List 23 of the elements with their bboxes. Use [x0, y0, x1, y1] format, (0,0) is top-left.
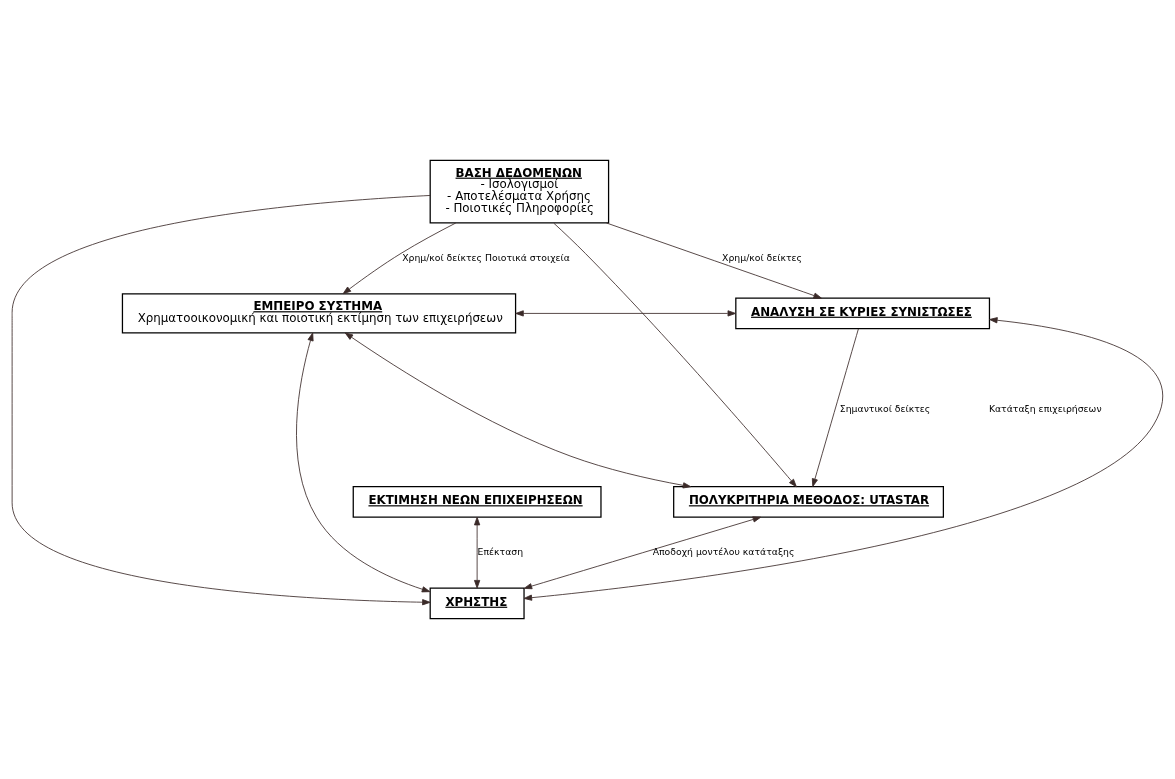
arrow [553, 222, 797, 488]
node-box: ΒΑΣΗ ΔΕΔΟΜΕΝΩΝ - Ισολογισμοί - Αποτελέσματα Χρήσης - Ποιοτικές Πληροφορίες [429, 159, 610, 224]
edge-label: Επέκταση [477, 546, 524, 558]
arrow [606, 222, 822, 299]
node-box: ΕΜΠΕΙΡΟ ΣΥΣΤΗΜΑ Χρηματοοικονομική και ποιοτική εκτίμηση των επιχειρήσεων [121, 293, 517, 334]
arrow [523, 516, 762, 590]
edge-label: Χρημ/κοί δείκτες Ποιοτικά στοιχεία [402, 251, 570, 263]
arrow [11, 195, 431, 606]
arrow [342, 222, 457, 295]
node-box: ΧΡΗΣΤΗΣ [429, 587, 525, 620]
arrow [811, 328, 859, 487]
node-box: ΠΟΛΥΚΡΙΤΗΡΙΑ ΜΕΘΟΔΟΣ: UTASTAR [673, 486, 944, 518]
arrow [344, 332, 692, 489]
arrow [515, 310, 736, 317]
arrow [474, 516, 481, 589]
edge-label: Αποδοχή μοντέλου κατάταξης [652, 546, 795, 558]
edge-label: Χρημ/κοί δείκτες [722, 251, 802, 263]
arrow [296, 332, 431, 593]
label: Κατάταξη επιχειρήσεων [988, 403, 1102, 415]
node-box: ΕΚΤΙΜΗΣΗ ΝΕΩΝ ΕΠΙΧΕΙΡΗΣΕΩΝ [352, 486, 602, 518]
arrow [523, 317, 1164, 601]
node-box: ΑΝΑΛΥΣΗ ΣΕ ΚΥΡΙΕΣ ΣΥΝΙΣΤΩΣΕΣ [735, 297, 991, 330]
edge-label: Σημαντικοί δείκτες [839, 403, 931, 415]
